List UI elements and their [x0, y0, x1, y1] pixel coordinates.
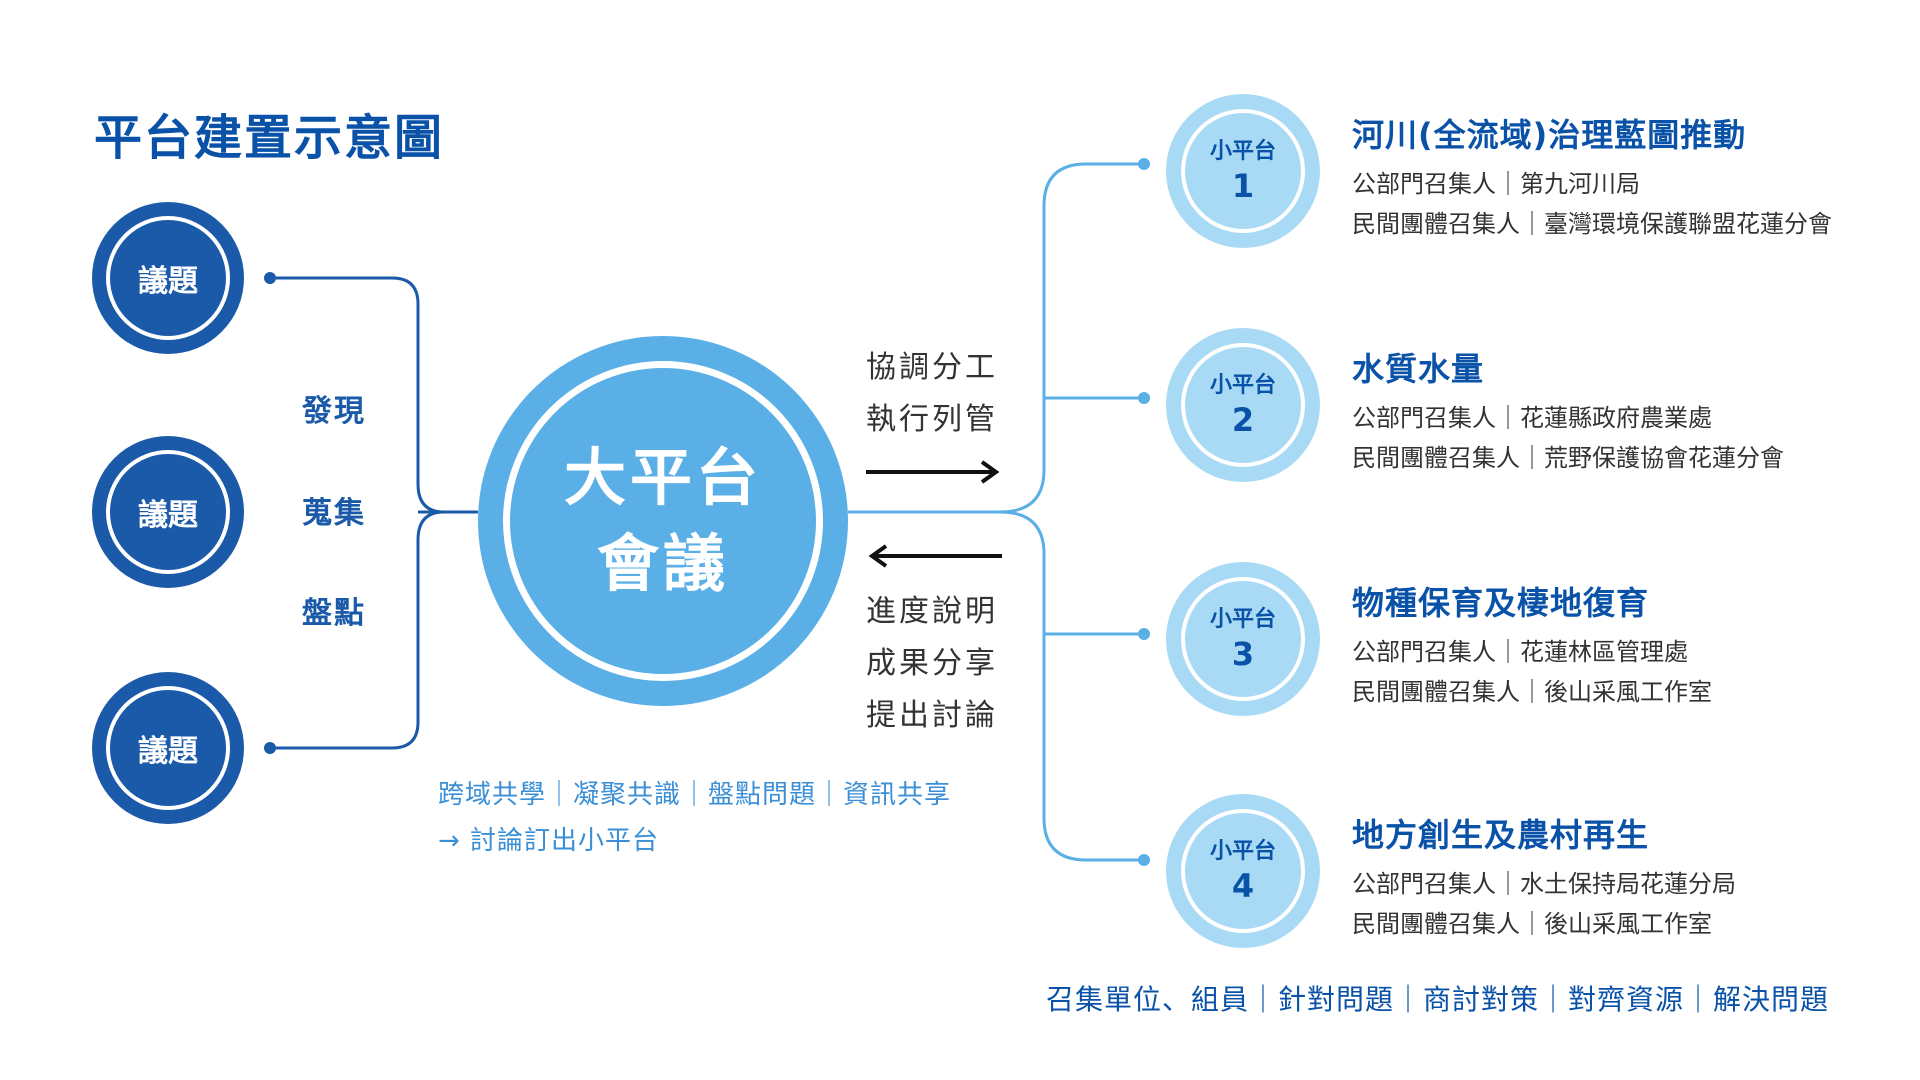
sub-platform-info-1: 河川(全流域)治理藍圖推動 公部門召集人｜第九河川局 民間團體召集人｜臺灣環境保… [1352, 110, 1832, 244]
main-platform-line2: 會議 [596, 527, 729, 600]
backward-text-line: 進度說明 [866, 594, 998, 629]
connector-dot [1138, 628, 1150, 640]
issue-label: 議題 [106, 450, 230, 574]
civil-convener: 民間團體召集人｜後山采風工作室 [1352, 910, 1712, 938]
sub-platform-circle-4: 小平台 4 [1166, 794, 1320, 948]
backward-text-line: 成果分享 [866, 646, 998, 681]
issue-circle-2: 議題 [92, 436, 244, 588]
connector-sub-1 [848, 162, 1144, 514]
sub-platform-info-3: 物種保育及棲地復育 公部門召集人｜花蓮林區管理處 民間團體召集人｜後山采風工作室 [1352, 578, 1712, 712]
connector-dot [1138, 854, 1150, 866]
civil-convener: 民間團體召集人｜臺灣環境保護聯盟花蓮分會 [1352, 210, 1832, 238]
page-title: 平台建置示意圖 [94, 110, 445, 166]
connector-dot [1138, 392, 1150, 404]
main-platform-circle: 大平台 會議 [478, 336, 848, 706]
sub-platform-info-2: 水質水量 公部門召集人｜花蓮縣政府農業處 民間團體召集人｜荒野保護協會花蓮分會 [1352, 344, 1784, 478]
connector-issue-3 [270, 510, 478, 750]
civil-convener: 民間團體召集人｜荒野保護協會花蓮分會 [1352, 444, 1784, 472]
connector-issue-1 [270, 276, 478, 514]
sub-platform-number: 3 [1231, 635, 1255, 673]
issue-circle-3: 議題 [92, 672, 244, 824]
verb-inventory: 盤點 [302, 596, 366, 631]
arrow-left-icon [868, 544, 1002, 568]
connector-dot [1138, 158, 1150, 170]
civil-convener: 民間團體召集人｜後山采風工作室 [1352, 678, 1712, 706]
arrow-right-icon [866, 460, 1000, 484]
bottom-note-line2: → 討論訂出小平台 [438, 826, 660, 856]
main-platform-line1: 大平台 [563, 441, 762, 514]
public-convener: 公部門召集人｜水土保持局花蓮分局 [1352, 870, 1736, 898]
sub-platform-name: 物種保育及棲地復育 [1352, 584, 1650, 622]
forward-text-line: 執行列管 [866, 402, 998, 437]
sub-platform-label: 小平台 [1209, 839, 1276, 864]
sub-platform-name: 地方創生及農村再生 [1352, 816, 1650, 854]
public-convener: 公部門召集人｜第九河川局 [1352, 170, 1640, 198]
forward-text-line: 協調分工 [866, 350, 998, 385]
verb-collect: 蒐集 [302, 496, 366, 531]
sub-platform-label: 小平台 [1209, 373, 1276, 398]
backward-text-line: 提出討論 [866, 698, 998, 733]
issue-label: 議題 [106, 216, 230, 340]
sub-platform-circle-2: 小平台 2 [1166, 328, 1320, 482]
verb-discover: 發現 [302, 394, 366, 429]
connector-dot [264, 272, 276, 284]
bottom-note-line1: 跨域共學｜凝聚共識｜盤點問題｜資訊共享 [438, 780, 952, 810]
backward-text: 進度說明 成果分享 提出討論 [866, 586, 998, 742]
sub-platform-label: 小平台 [1209, 139, 1276, 164]
sub-platform-label: 小平台 [1209, 607, 1276, 632]
sub-platform-circle-1: 小平台 1 [1166, 94, 1320, 248]
sub-platform-number: 1 [1231, 167, 1255, 205]
sub-platform-number: 2 [1231, 401, 1255, 439]
footer-text: 召集單位、組員｜針對問題｜商討對策｜對齊資源｜解決問題 [1046, 983, 1830, 1016]
forward-text: 協調分工 執行列管 [866, 342, 998, 446]
sub-platform-name: 水質水量 [1352, 350, 1485, 388]
issue-label: 議題 [106, 686, 230, 810]
sub-platform-info-4: 地方創生及農村再生 公部門召集人｜水土保持局花蓮分局 民間團體召集人｜後山采風工… [1352, 810, 1736, 944]
public-convener: 公部門召集人｜花蓮林區管理處 [1352, 638, 1688, 666]
sub-platform-number: 4 [1231, 867, 1255, 905]
connector-sub-4 [848, 510, 1144, 862]
issue-circle-1: 議題 [92, 202, 244, 354]
connector-dot [264, 742, 276, 754]
public-convener: 公部門召集人｜花蓮縣政府農業處 [1352, 404, 1712, 432]
sub-platform-circle-3: 小平台 3 [1166, 562, 1320, 716]
sub-platform-name: 河川(全流域)治理藍圖推動 [1352, 116, 1747, 154]
